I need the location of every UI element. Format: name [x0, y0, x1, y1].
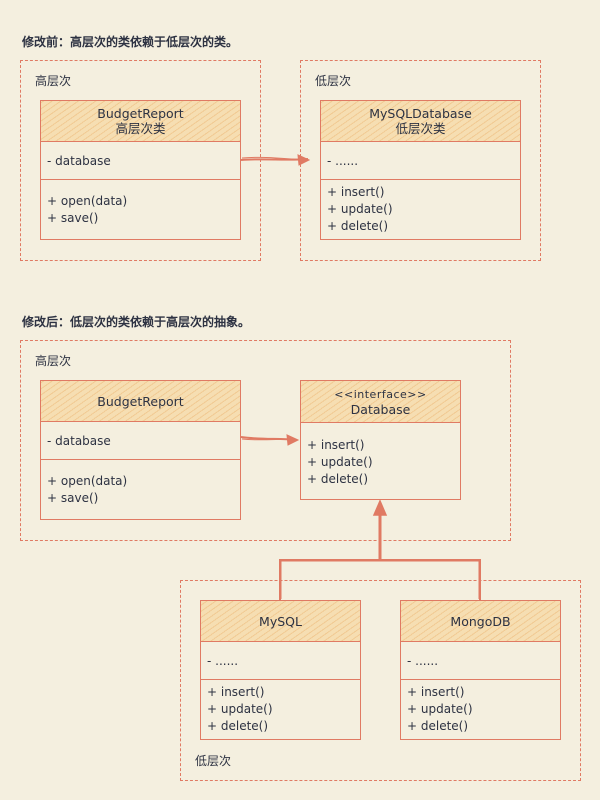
class-header: MySQL [201, 601, 360, 642]
before-budgetreport-class: BudgetReport 高层次类 - database + open(data… [40, 100, 241, 240]
after-mongodb-class: MongoDB - ...... + insert() + update() +… [400, 600, 561, 740]
method-item: + open(data) [47, 473, 128, 488]
class-header: BudgetReport 高层次类 [41, 101, 240, 142]
method-item: + update() [327, 202, 393, 216]
after-low-level-label: 低层次 [195, 754, 232, 768]
before-heading: 修改前：高层次的类依赖于低层次的类。 [22, 35, 239, 49]
class-methods: + insert() + update() + delete() [201, 680, 360, 739]
before-high-level-label: 高层次 [35, 74, 72, 88]
class-attributes: - ...... [201, 642, 360, 680]
method-item: + delete() [327, 219, 389, 233]
class-name: BudgetReport [97, 393, 184, 409]
class-header: MongoDB [401, 601, 560, 642]
class-methods: + open(data) + save() [41, 180, 240, 239]
class-methods: + open(data) + save() [41, 460, 240, 519]
class-subtitle: 低层次类 [395, 121, 446, 136]
method-item: + update() [207, 702, 273, 716]
after-budgetreport-class: BudgetReport - database + open(data) + s… [40, 380, 241, 520]
attribute-item: - database [47, 153, 111, 168]
class-name: Database [350, 401, 411, 417]
method-item: + delete() [207, 719, 269, 733]
after-heading: 修改后：低层次的类依赖于高层次的抽象。 [22, 315, 251, 329]
method-item: + open(data) [47, 193, 128, 208]
class-name: MongoDB [450, 613, 511, 629]
method-item: + update() [307, 455, 373, 469]
method-item: + insert() [207, 685, 265, 699]
method-item: + save() [47, 490, 99, 505]
attribute-item: - ...... [207, 653, 239, 668]
class-subtitle: 高层次类 [115, 121, 166, 136]
after-database-interface: <<interface>> Database + insert() + upda… [300, 380, 461, 500]
attribute-item: - database [47, 433, 111, 448]
class-methods: + insert() + update() + delete() [401, 680, 560, 739]
method-item: + update() [407, 702, 473, 716]
class-methods: + insert() + update() + delete() [321, 180, 520, 239]
before-mysqldatabase-class: MySQLDatabase 低层次类 - ...... + insert() +… [320, 100, 521, 240]
before-low-level-label: 低层次 [315, 74, 352, 88]
class-attributes: - ...... [321, 142, 520, 180]
after-high-level-label: 高层次 [35, 354, 72, 368]
method-item: + insert() [307, 438, 365, 452]
attribute-item: - ...... [407, 653, 439, 668]
class-attributes: - database [41, 422, 240, 460]
after-high-level-group: 高层次 [20, 340, 511, 541]
interface-stereotype: <<interface>> [334, 387, 427, 401]
after-mysql-class: MySQL - ...... + insert() + update() + d… [200, 600, 361, 740]
class-name: BudgetReport [97, 106, 184, 121]
class-header: <<interface>> Database [301, 381, 460, 423]
class-header: MySQLDatabase 低层次类 [321, 101, 520, 142]
method-item: + save() [47, 210, 99, 225]
class-attributes: - database [41, 142, 240, 180]
class-header: BudgetReport [41, 381, 240, 422]
method-item: + delete() [407, 719, 469, 733]
class-name: MySQLDatabase [369, 106, 472, 121]
attribute-item: - ...... [327, 153, 359, 168]
method-item: + insert() [407, 685, 465, 699]
method-item: + insert() [327, 185, 385, 199]
class-name: MySQL [259, 613, 302, 629]
class-methods: + insert() + update() + delete() [301, 423, 460, 499]
method-item: + delete() [307, 472, 369, 486]
class-attributes: - ...... [401, 642, 560, 680]
